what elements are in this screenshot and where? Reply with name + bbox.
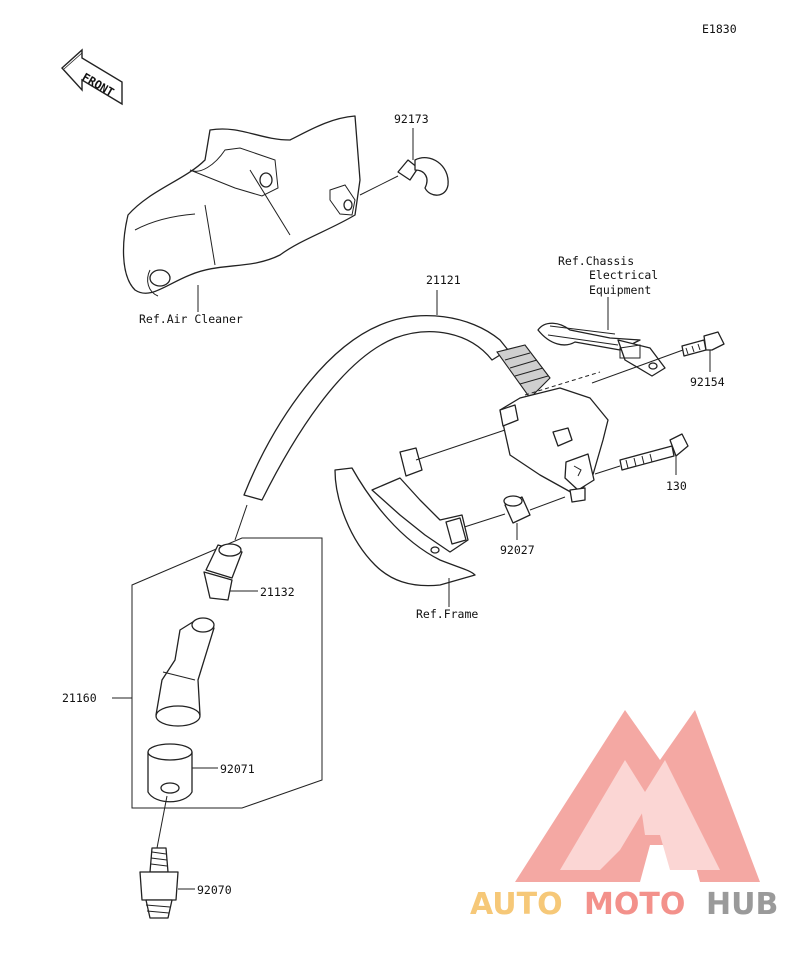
ref-frame-label: Ref.Frame [416, 607, 478, 621]
part-92071-label: 92071 [220, 762, 255, 776]
coil-boot [496, 344, 551, 399]
watermark-auto: AUTO [470, 887, 563, 922]
ref-chassis-label-3: Equipment [589, 283, 651, 297]
air-cleaner-housing [122, 115, 361, 297]
watermark-hub: HUB [706, 887, 778, 922]
group-bracket [131, 537, 323, 809]
front-arrow-icon: FRONT [61, 48, 123, 106]
part-92173-label: 92173 [394, 112, 429, 126]
rubber-cap-92071 [147, 743, 193, 803]
part-92070-label: 92070 [197, 883, 232, 897]
part-92027-label: 92027 [500, 543, 535, 557]
diagram-code: E1830 [702, 22, 737, 36]
ignition-coil [499, 371, 609, 503]
spark-plug-92070 [139, 847, 179, 919]
bolt-92154 [681, 331, 725, 357]
watermark-moto: MOTO [584, 887, 685, 922]
wiring-harness [537, 322, 666, 377]
ref-air-cleaner-label: Ref.Air Cleaner [139, 312, 243, 326]
part-21121-label: 21121 [426, 273, 461, 287]
ref-chassis-label-1: Ref.Chassis [558, 254, 634, 268]
collar-92027 [503, 495, 531, 524]
part-130-label: 130 [666, 479, 687, 493]
plug-cap-tube [155, 617, 215, 727]
watermark-text: AUTO MOTO HUB [470, 887, 778, 922]
frame-bracket [334, 429, 506, 587]
watermark-logo-icon [515, 710, 760, 882]
cap-21132 [203, 543, 243, 601]
part-21160-label: 21160 [62, 691, 97, 705]
ref-chassis-label-2: Electrical [589, 268, 658, 282]
clamp-92173 [359, 157, 449, 196]
part-21132-label: 21132 [260, 585, 295, 599]
bolt-130 [619, 433, 689, 471]
part-92154-label: 92154 [690, 375, 725, 389]
